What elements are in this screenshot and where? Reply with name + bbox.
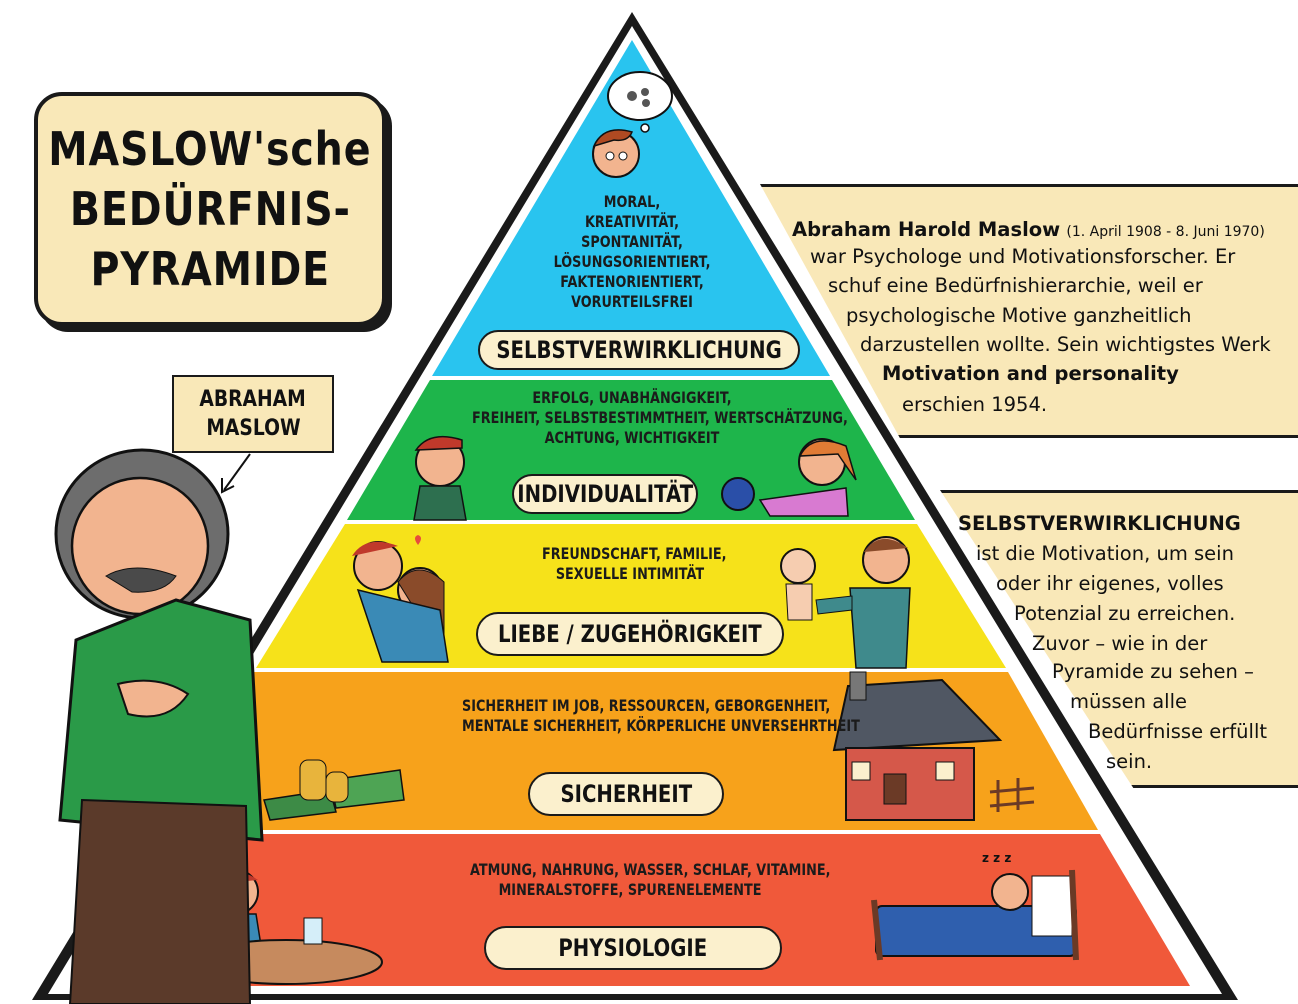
bio-work: Motivation and personality [882,362,1179,385]
callout-arrow [223,453,251,491]
title-line-3: PYRAMIDE [90,242,330,296]
definition-heading: SELBSTVERWIRKLICHUNG [958,512,1241,535]
definition-line-4: Zuvor – wie in der [1032,632,1208,655]
tier-label-text: PHYSIOLOGIE [558,934,708,962]
need-item: FREIHEIT, SELBSTBESTIMMTHEIT, WERTSCHÄTZ… [472,408,848,427]
father-baby-illustration [780,536,911,669]
need-item: VORURTEILSFREI [571,292,693,311]
definition-line-6: müssen alle [1070,690,1188,713]
house-illustration [832,671,1035,821]
need-item: MENTALE SICHERHEIT, KÖRPERLICHE UNVERSEH… [462,716,860,735]
need-item: SICHERHEIT IM JOB, RESSOURCEN, GEBORGENH… [462,696,831,715]
need-item: SEXUELLE INTIMITÄT [555,564,705,583]
need-item: ATMUNG, NAHRUNG, WASSER, SCHLAF, VITAMIN… [470,860,831,879]
bio-name: Abraham Harold Maslow [792,218,1061,241]
tier-physiologie-needs: ATMUNG, NAHRUNG, WASSER, SCHLAF, VITAMIN… [470,860,831,900]
tier-label-text: LIEBE / ZUGEHÖRIGKEIT [498,620,762,648]
need-item: FAKTENORIENTIERT, [560,272,704,291]
maslow-figure-illustration [54,448,264,1004]
boy-illustration [413,435,467,521]
bio-line-4: psychologische Motive ganzheitlich [846,304,1192,327]
callout-line-2: MASLOW [205,416,301,441]
title-line-2: BEDÜRFNIS- [69,182,351,236]
tier-individualitaet-needs: ERFOLG, UNABHÄNGIGKEIT, FREIHEIT, SELBST… [472,388,848,448]
bio-line-5: darzustellen wollte. Sein wichtigstes We… [860,333,1271,356]
definition-line-5: Pyramide zu sehen – [1052,660,1254,683]
bio-work-title: Motivation and personality [882,362,1179,385]
callout-line-1: ABRAHAM [199,387,307,412]
need-item: SPONTANITÄT, [581,232,683,251]
sleeping-boy-illustration [871,869,1079,961]
definition-line-8: sein. [1106,750,1153,773]
tier-label-text: SELBSTVERWIRKLICHUNG [496,336,782,364]
definition-line-7: Bedürfnisse erfüllt [1088,720,1268,743]
definition-line-1: ist die Motivation, um sein [976,542,1234,565]
tier-individualitaet-band [347,380,915,520]
bio-dates: (1. April 1908 - 8. Juni 1970) [1066,224,1265,240]
tier-selbstverwirklichung-label: SELBSTVERWIRKLICHUNG [478,330,800,370]
title-line-1: MASLOW'sche [48,122,372,176]
tier-selbstverwirklichung-needs: MORAL, KREATIVITÄT, SPONTANITÄT, LÖSUNGS… [552,192,712,312]
need-item: MINERALSTOFFE, SPURENELEMENTE [498,880,762,899]
need-item: MORAL, [603,192,661,211]
girl-illustration [721,438,857,517]
couple-illustration [352,535,449,663]
definition-line-2: oder ihr eigenes, volles [996,572,1224,595]
tier-label-text: SICHERHEIT [560,780,692,808]
sleep-zzz: z z z [982,851,1011,865]
bio-line-1: Abraham Harold Maslow (1. April 1908 - 8… [792,218,1265,241]
need-item: ACHTUNG, WICHTIGKEIT [544,428,720,447]
need-item: ERFOLG, UNABHÄNGIGKEIT, [532,388,732,407]
tier-sicherheit-label: SICHERHEIT [528,772,724,816]
thinker-illustration [592,71,673,178]
tier-label-text: INDIVIDUALITÄT [517,480,693,508]
tier-sicherheit-needs: SICHERHEIT IM JOB, RESSOURCEN, GEBORGENH… [462,696,860,736]
definition-line-3: Potenzial zu erreichen. [1014,602,1236,625]
tier-liebe-needs: FREUNDSCHAFT, FAMILIE, SEXUELLE INTIMITÄ… [542,544,727,584]
tier-individualitaet-label: INDIVIDUALITÄT [512,474,698,514]
tier-selbstverwirklichung-band [432,40,830,376]
definition-heading-text: SELBSTVERWIRKLICHUNG [958,512,1241,535]
need-item: LÖSUNGSORIENTIERT, [553,252,711,271]
money-illustration [263,759,405,821]
need-item: KREATIVITÄT, [584,212,679,231]
bio-line-2: war Psychologe und Motivationsforscher. … [810,245,1236,268]
maslow-callout: ABRAHAM MASLOW [172,375,334,453]
need-item: FREUNDSCHAFT, FAMILIE, [542,544,727,563]
bio-line-3: schuf eine Bedürfnishierarchie, weil er [828,274,1203,297]
bio-line-last: erschien 1954. [902,393,1048,416]
tier-physiologie-label: PHYSIOLOGIE [484,926,782,970]
title-panel: MASLOW'sche BEDÜRFNIS- PYRAMIDE [34,92,386,326]
tier-liebe-label: LIEBE / ZUGEHÖRIGKEIT [476,612,784,656]
